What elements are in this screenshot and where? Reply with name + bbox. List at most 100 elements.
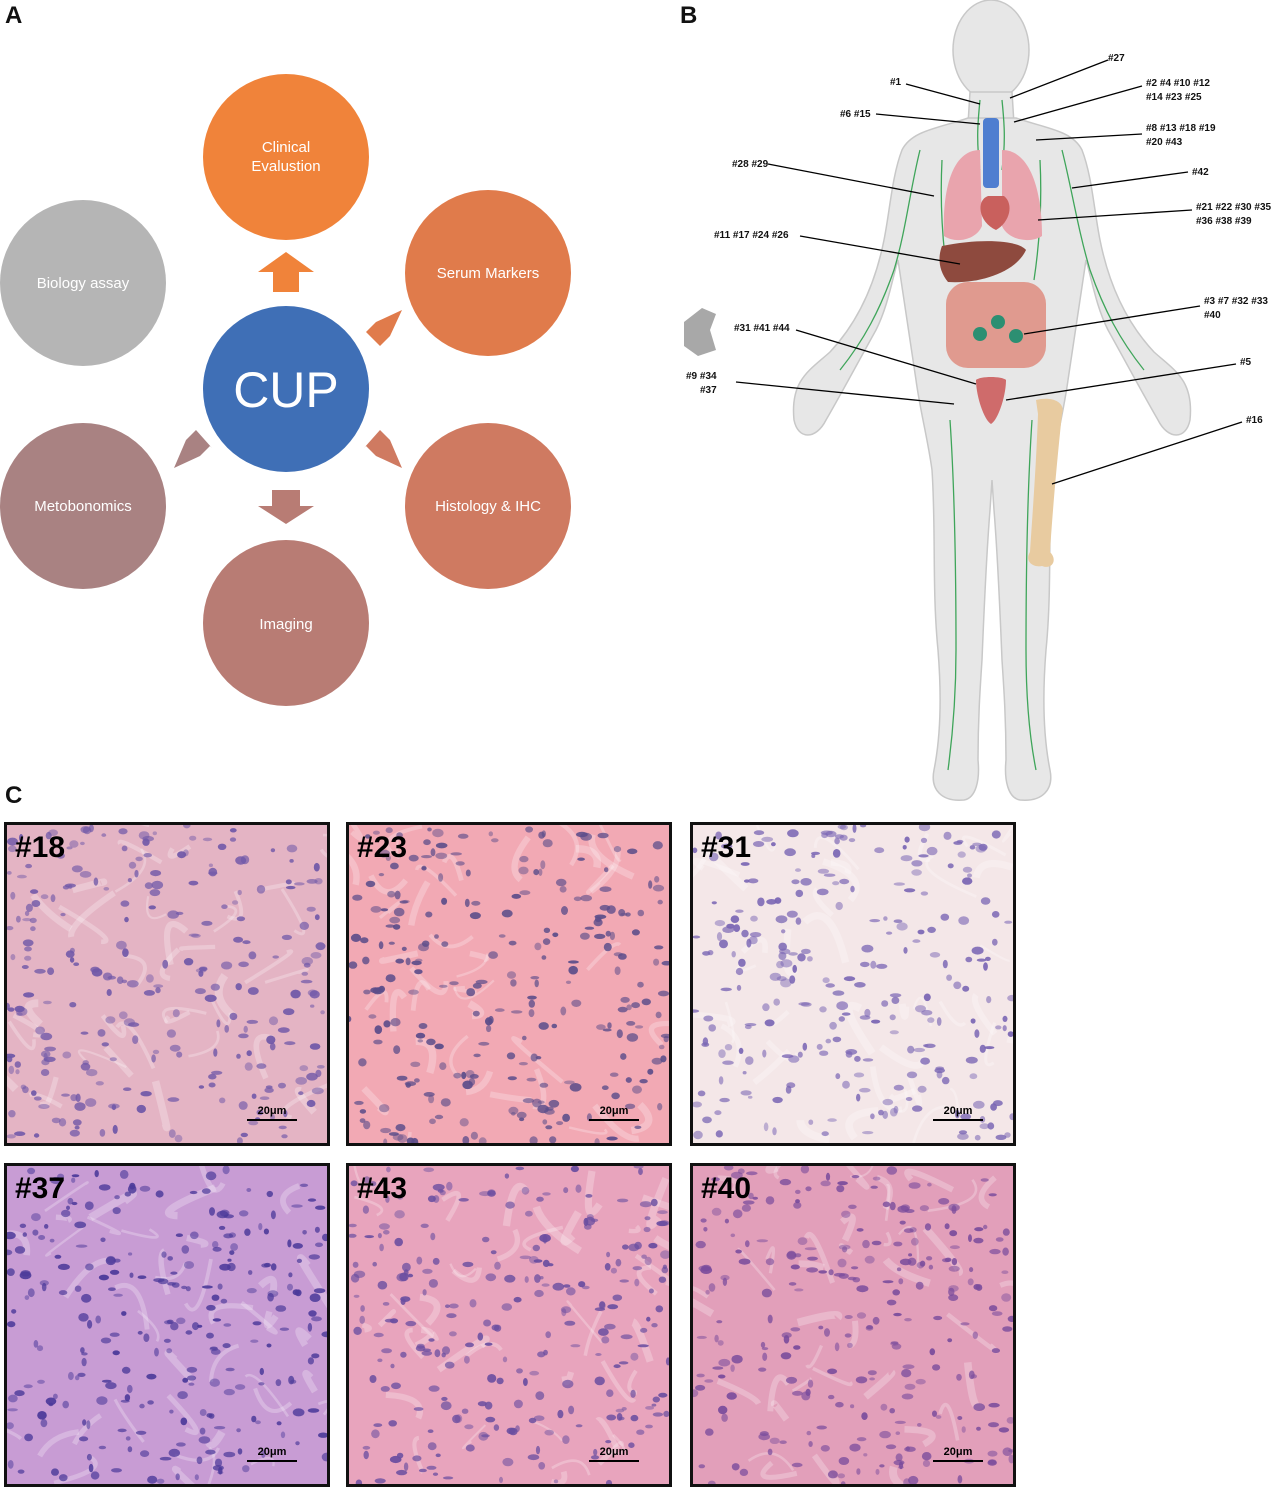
cell-nucleus [717,1374,726,1379]
cell-nucleus [7,1422,14,1430]
cell-nucleus [445,1304,450,1308]
cell-nucleus [1002,1015,1008,1022]
cell-nucleus [119,1011,128,1020]
cell-nucleus [283,1008,295,1016]
cell-nucleus [619,1279,629,1283]
cell-nucleus [953,841,963,845]
cell-nucleus [250,1339,259,1343]
cell-nucleus [385,974,396,983]
cell-nucleus [242,1465,250,1473]
cell-nucleus [656,1220,668,1227]
cell-nucleus [991,911,1000,918]
cell-nucleus [934,1067,945,1074]
cell-nucleus [607,1304,619,1310]
cell-nucleus [74,1285,82,1292]
cell-nucleus [834,837,840,845]
cell-nucleus [832,990,845,996]
cell-nucleus [81,1357,87,1367]
cell-nucleus [86,1420,91,1430]
cell-nucleus [711,1207,722,1216]
cell-nucleus [969,1267,974,1273]
cell-nucleus [31,1213,41,1222]
stroma-fiber [912,996,932,1027]
cell-nucleus [169,1044,181,1052]
stroma-fiber [205,1429,226,1449]
cell-nucleus [793,1201,802,1209]
cell-nucleus [98,1184,111,1191]
cell-nucleus [24,1295,30,1300]
cell-nucleus [374,1478,386,1484]
stroma-fiber [385,1391,423,1420]
cell-nucleus [834,1342,840,1352]
cell-nucleus [634,1125,642,1129]
cell-nucleus [911,860,923,867]
cell-nucleus [835,1401,844,1408]
cell-nucleus [953,981,962,990]
cup-circle [203,306,369,472]
cell-nucleus [940,913,950,921]
histology-panel-37: #37 20μm [4,1163,330,1487]
cell-nucleus [650,1198,658,1207]
cell-nucleus [396,1273,408,1282]
cell-nucleus [128,1252,133,1256]
cell-nucleus [394,1237,403,1247]
stroma-fiber [592,1103,640,1142]
cell-nucleus [235,856,247,865]
cell-nucleus [93,877,99,886]
cell-nucleus [856,1468,861,1475]
arrow-lower-left [174,430,212,468]
cell-nucleus [882,1098,894,1106]
cell-nucleus [555,878,567,887]
cell-nucleus [194,988,206,995]
cell-nucleus [377,1358,383,1363]
cell-nucleus [708,1283,716,1292]
cell-nucleus [248,1120,259,1126]
cell-nucleus [136,1104,146,1114]
cell-nucleus [903,888,916,893]
stroma-fiber [812,887,834,918]
cell-nucleus [70,1094,78,1102]
cell-nucleus [634,1278,640,1287]
cell-nucleus [313,862,320,872]
stroma-fiber [412,1435,425,1474]
stroma-fiber [532,1205,582,1255]
cell-nucleus [127,1446,133,1453]
cell-nucleus [295,1441,300,1446]
cell-nucleus [238,1101,248,1110]
cell-nucleus [256,1063,267,1069]
cell-nucleus [780,978,792,988]
cell-nucleus [51,1468,59,1476]
cell-nucleus [61,1209,71,1218]
cell-nucleus [313,1288,326,1294]
cell-nucleus [102,972,113,981]
cell-nucleus [462,1261,474,1268]
cell-nucleus [16,915,21,923]
cell-nucleus [77,1372,86,1377]
cell-nucleus [515,1425,520,1432]
cell-nucleus [187,1375,197,1381]
cell-nucleus [352,1261,359,1268]
cell-nucleus [644,1216,651,1221]
stroma-fiber [765,1166,779,1174]
cell-nucleus [299,921,309,930]
cell-nucleus [472,1010,480,1017]
cell-nucleus [434,1043,444,1050]
cell-nucleus [580,894,592,902]
cell-nucleus [928,1264,934,1270]
stroma-fiber [414,1326,434,1349]
cell-nucleus [842,1246,848,1253]
cell-nucleus [871,1240,882,1246]
cell-nucleus [902,845,907,850]
cell-nucleus [137,1330,143,1335]
stroma-fiber [385,825,423,854]
cell-nucleus [62,1051,72,1059]
cell-nucleus [715,831,722,840]
cell-nucleus [289,859,294,863]
cell-nucleus [741,1204,751,1212]
cell-nucleus [246,1050,252,1057]
cell-nucleus [146,1373,157,1380]
cell-nucleus [236,1053,241,1059]
stroma-fiber [7,1075,19,1093]
stroma-fiber [583,1310,603,1356]
cell-nucleus [973,1237,984,1244]
